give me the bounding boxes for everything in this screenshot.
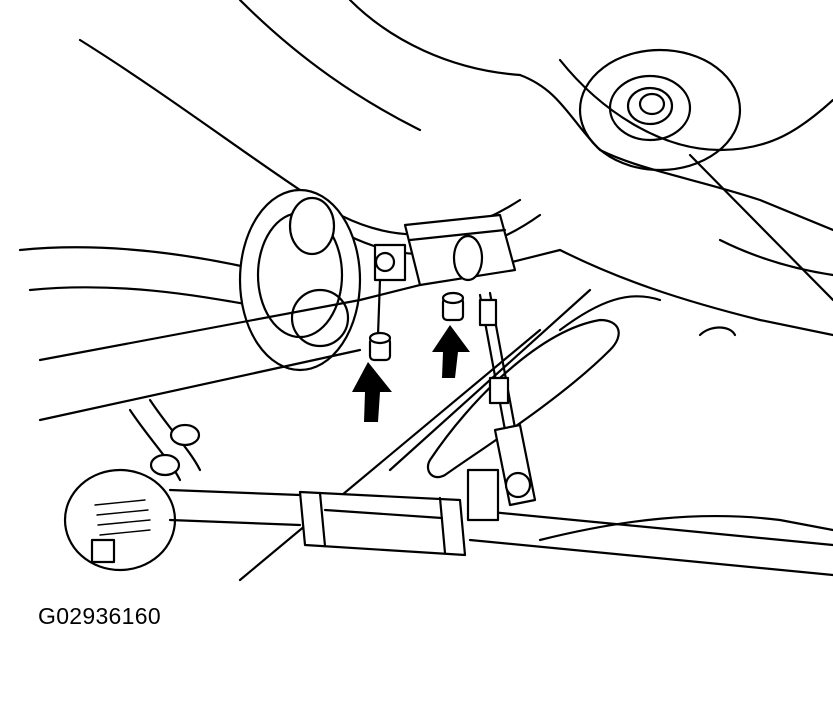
pointer-arrow <box>352 362 392 422</box>
upper-frame <box>78 0 833 302</box>
figure-code: G02936160 <box>38 603 161 629</box>
sensor-mounting-nut <box>368 331 392 362</box>
shock-absorber-coil <box>63 398 202 572</box>
height-control-sensor <box>373 213 517 337</box>
arm-bushing <box>238 188 362 372</box>
sensor-mounting-nut <box>441 291 465 322</box>
stabilizer-bar <box>168 488 833 577</box>
pointer-arrow <box>432 325 470 378</box>
upper-mount <box>578 48 742 172</box>
arm-slot <box>426 318 620 479</box>
sensor-link-rod <box>466 291 537 522</box>
